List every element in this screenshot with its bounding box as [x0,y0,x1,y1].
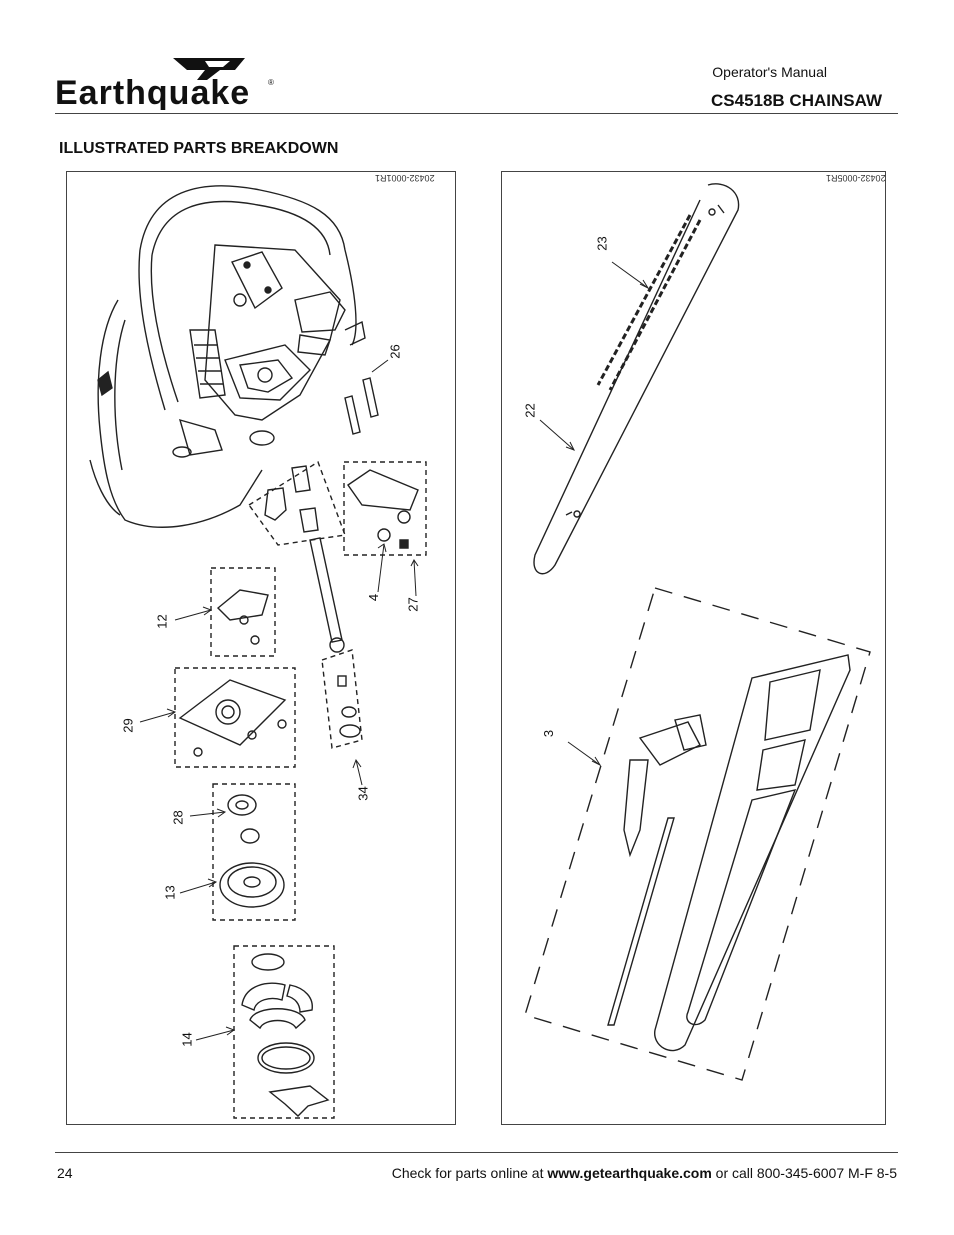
dashed-group-box [210,567,276,657]
callout-23: 23 [594,236,610,251]
parts-panel-right [501,171,886,1125]
model-label: CS4518B CHAINSAW [711,91,882,110]
svg-text:®: ® [268,78,274,87]
callout-14: 14 [179,1032,195,1047]
callout-13: 13 [162,885,178,900]
callout-29: 29 [120,718,136,733]
dashed-group-box [233,945,335,1119]
earthquake-logo: Earthquake ® [55,58,274,110]
dashed-group-box [321,649,363,749]
dashed-group-box [524,587,871,1081]
footer-rule [55,1152,898,1153]
dashed-group-box [174,667,296,768]
pin-part [344,395,361,435]
pin-part [362,377,379,418]
callout-4: 4 [366,593,382,602]
section-title: ILLUSTRATED PARTS BREAKDOWN [59,140,339,157]
callout-34: 34 [355,786,371,801]
callout-12: 12 [154,614,170,629]
dashed-group-box [343,461,427,556]
svg-text:Earthquake: Earthquake [55,74,250,110]
dashed-group-box [212,783,296,921]
website-link[interactable]: www.getearthquake.com [547,1165,712,1181]
callout-22: 22 [522,403,538,418]
parts-panel-left [66,171,456,1125]
callout-28: 28 [170,810,186,825]
footer-contact: Check for parts online at www.getearthqu… [392,1165,897,1181]
footer-text-before: Check for parts online at [391,1165,548,1181]
manual-label: Operator's Manual [712,64,827,80]
dashed-group-box [247,460,346,546]
callout-27: 27 [405,597,421,612]
chainsaw-body-illustration [89,185,366,528]
callout-26: 26 [387,344,403,359]
page-number: 24 [57,1165,73,1181]
header-rule [55,113,898,114]
guide-bar-illustration [533,183,740,575]
footer-text-after: or call 800-345-6007 M-F 8-5 [711,1165,897,1181]
callout-3: 3 [541,729,557,738]
